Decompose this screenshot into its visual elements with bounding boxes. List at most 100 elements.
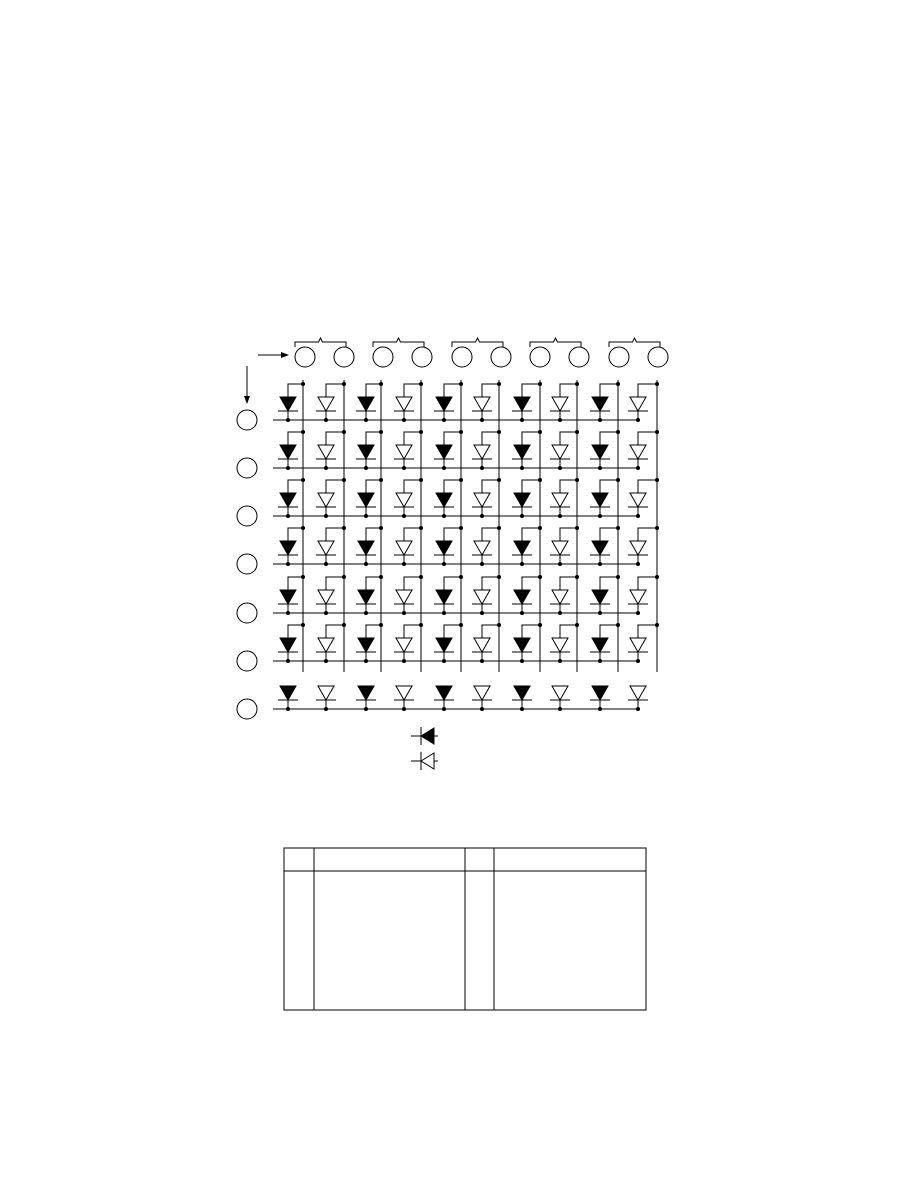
row-junction — [598, 418, 602, 422]
outline-led-icon — [473, 444, 491, 461]
led-anode-lead — [365, 431, 381, 445]
led-anode-lead — [599, 431, 618, 445]
row-junction — [598, 707, 602, 711]
row-junction — [558, 611, 562, 615]
led-r6c1 — [278, 623, 305, 663]
led-r6c9 — [590, 623, 620, 663]
row-pin-4 — [236, 553, 258, 575]
led-r2c1 — [278, 430, 305, 470]
led-anode-lead — [365, 624, 381, 638]
outline-led-icon — [317, 589, 335, 606]
led-matrix — [273, 380, 659, 711]
led-anode-lead — [521, 576, 540, 590]
led-r5c6 — [472, 575, 501, 615]
filled-led-icon — [435, 589, 453, 606]
led-r2c10 — [628, 430, 659, 470]
led-anode-lead — [287, 383, 303, 397]
led-r7c6 — [472, 685, 492, 711]
outline-led-icon — [473, 685, 491, 702]
row-pin-5 — [236, 602, 258, 624]
led-anode-lead — [559, 383, 577, 397]
row-junction — [442, 659, 446, 663]
outline-led-icon — [551, 540, 569, 557]
outline-led-icon — [473, 396, 491, 413]
led-anode-lead — [287, 479, 303, 493]
filled-led-icon — [513, 685, 531, 702]
outline-led-icon — [473, 589, 491, 606]
row-junction — [558, 659, 562, 663]
filled-led-icon — [591, 637, 609, 654]
led-r1c7 — [512, 382, 542, 422]
row-junction — [598, 562, 602, 566]
row-junction — [364, 514, 368, 518]
led-anode-lead — [403, 576, 421, 590]
row-junction — [520, 418, 524, 422]
outline-led-icon — [317, 637, 335, 654]
row-junction — [598, 514, 602, 518]
filled-led-icon — [435, 637, 453, 654]
row-junction — [324, 418, 328, 422]
row-junction — [636, 514, 640, 518]
led-r3c4 — [394, 478, 423, 518]
led-anode-lead — [403, 624, 421, 638]
led-r1c6 — [472, 382, 501, 422]
led-r6c7 — [512, 623, 542, 663]
led-anode-lead — [521, 479, 540, 493]
led-anode-lead — [287, 431, 303, 445]
led-anode-lead — [325, 624, 344, 638]
outline-led-icon — [551, 444, 569, 461]
led-r4c6 — [472, 526, 501, 566]
led-r4c1 — [278, 526, 305, 566]
led-r2c2 — [316, 430, 346, 470]
led-anode-lead — [637, 431, 657, 445]
led-r5c5 — [434, 575, 463, 615]
filled-led-icon — [591, 492, 609, 509]
led-r7c8 — [550, 685, 570, 711]
led-anode-lead — [599, 624, 618, 638]
led-r7c3 — [356, 685, 376, 711]
led-anode-lead — [481, 576, 499, 590]
row-junction — [402, 562, 406, 566]
filled-led-icon — [357, 492, 375, 509]
filled-led-icon — [513, 589, 531, 606]
led-r1c8 — [550, 382, 579, 422]
outline-led-icon — [473, 637, 491, 654]
row-pin-6 — [236, 650, 258, 672]
row-junction — [324, 562, 328, 566]
led-r3c2 — [316, 478, 346, 518]
led-anode-lead — [403, 431, 421, 445]
outline-led-icon — [317, 396, 335, 413]
led-r5c9 — [590, 575, 620, 615]
outline-led-icon — [629, 492, 647, 509]
outline-led-icon — [629, 540, 647, 557]
led-anode-lead — [481, 624, 499, 638]
outline-led-icon — [317, 492, 335, 509]
row-junction — [442, 611, 446, 615]
led-anode-lead — [287, 576, 303, 590]
row-junction — [636, 562, 640, 566]
column-group-brace-4 — [529, 336, 582, 347]
led-r4c10 — [628, 526, 659, 566]
led-anode-lead — [599, 383, 618, 397]
led-r2c3 — [356, 430, 383, 470]
filled-led-icon — [591, 396, 609, 413]
row-junction — [558, 514, 562, 518]
led-r4c3 — [356, 526, 383, 566]
led-anode-lead — [559, 576, 577, 590]
led-anode-lead — [365, 576, 381, 590]
row-junction — [636, 466, 640, 470]
filled-led-icon — [357, 589, 375, 606]
led-r7c7 — [512, 685, 532, 711]
row-junction — [520, 562, 524, 566]
row-junction — [402, 514, 406, 518]
filled-led-icon — [513, 637, 531, 654]
led-anode-lead — [559, 527, 577, 541]
outline-led-icon — [551, 589, 569, 606]
row-junction — [442, 707, 446, 711]
led-r3c9 — [590, 478, 620, 518]
column-group-brace-1 — [294, 336, 347, 347]
outline-led-icon — [395, 492, 413, 509]
filled-led-icon — [279, 637, 297, 654]
led-anode-lead — [521, 431, 540, 445]
